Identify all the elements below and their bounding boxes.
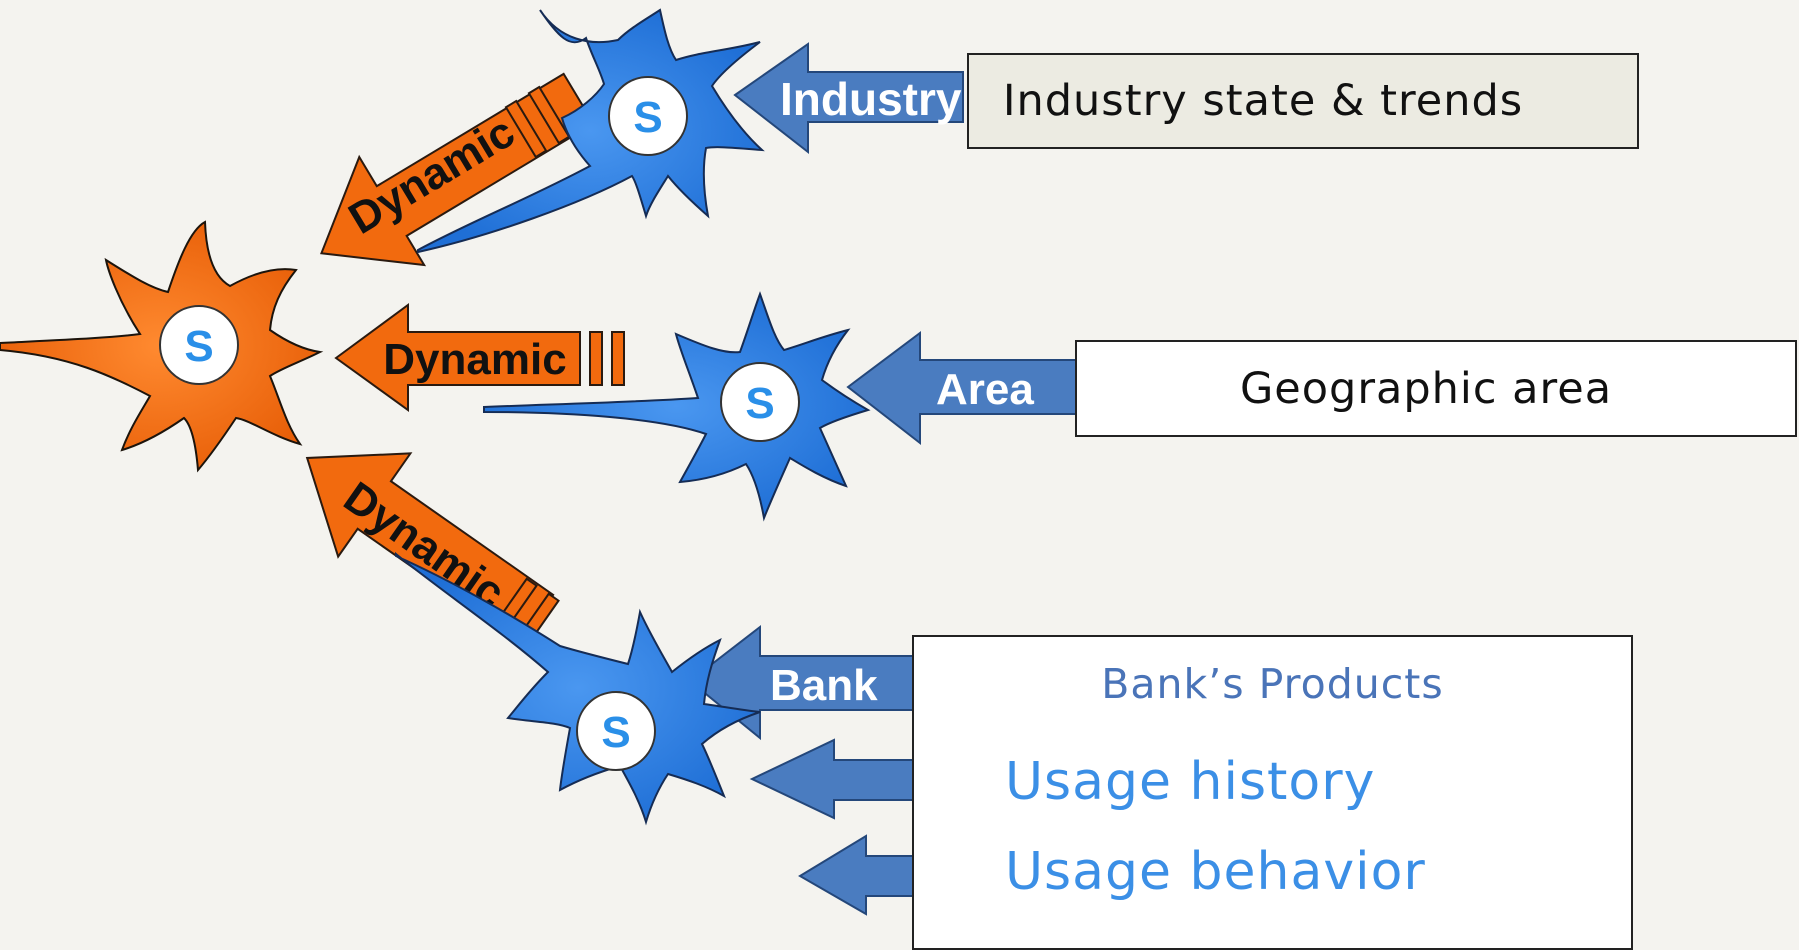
industry-arrow-label: Industry <box>780 73 962 125</box>
bank-neuron: S <box>395 551 761 826</box>
area-neuron-letter: S <box>745 379 774 428</box>
industry-box-text: Industry state & trends <box>1002 76 1524 126</box>
bank-products-box: Bank’s Products <box>912 635 1633 732</box>
usage-history-text: Usage history <box>1005 752 1376 812</box>
industry-neuron-letter: S <box>633 93 662 142</box>
dynamic-middle-label: Dynamic <box>383 335 566 384</box>
dynamic-arrow-top: Dynamic <box>320 72 595 267</box>
bank-neuron-letter: S <box>601 708 630 757</box>
dynamic-arrow-middle: Dynamic <box>334 303 625 412</box>
main-neuron: S <box>0 220 324 473</box>
usage-behavior-text: Usage behavior <box>1005 842 1426 902</box>
geographic-box-text: Geographic area <box>1239 363 1613 414</box>
main-neuron-letter: S <box>184 322 213 371</box>
industry-neuron: S <box>417 8 765 254</box>
area-neuron: S <box>483 291 871 522</box>
area-arrow-label: Area <box>936 365 1034 414</box>
bank-arrow-label: Bank <box>770 661 878 710</box>
geographic-source-box: Geographic area <box>1075 340 1797 437</box>
dynamic-bottom-label: Dynamic <box>335 473 513 618</box>
industry-source-box: Industry state & trends <box>967 53 1639 149</box>
bank-usage-box: Usage history Usage behavior <box>912 730 1633 950</box>
bank-products-title: Bank’s Products <box>1101 659 1444 708</box>
